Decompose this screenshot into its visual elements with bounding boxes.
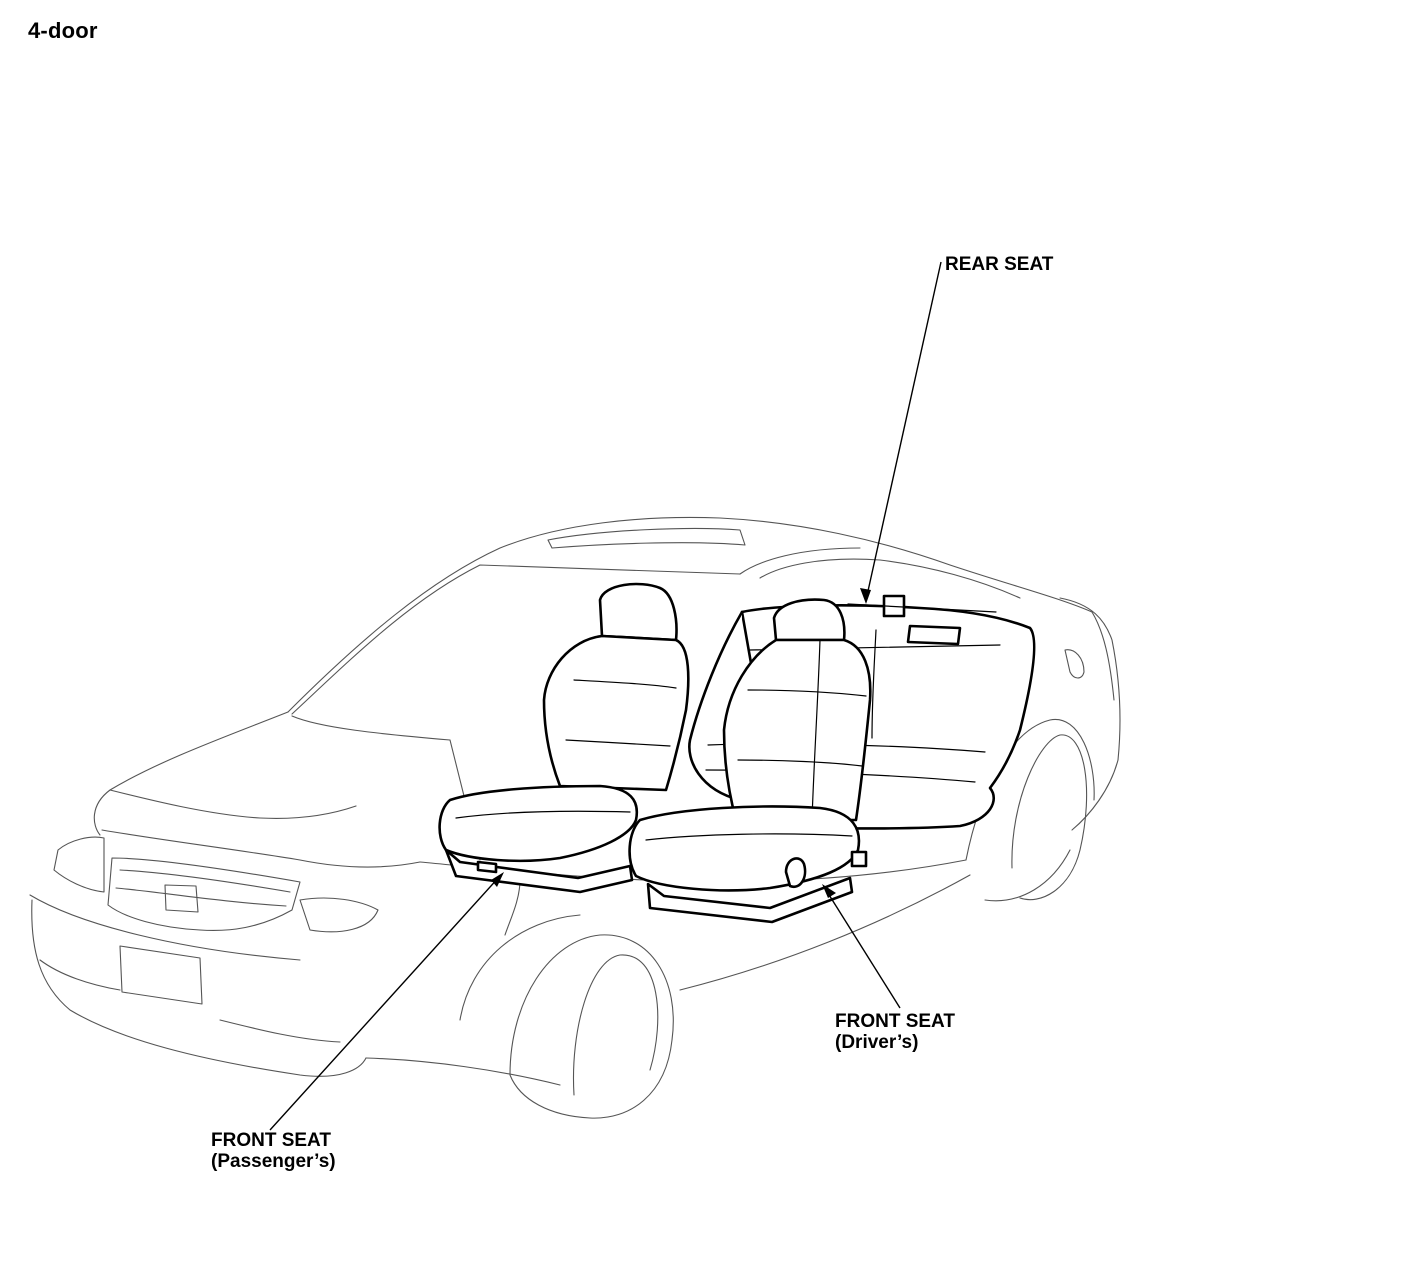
front-seat-passenger-label-line2: (Passenger’s) (211, 1151, 336, 1172)
rear-seat-label-text: REAR SEAT (945, 254, 1054, 275)
front-seat-passenger (438, 582, 690, 894)
rear-seat-label: REAR SEAT (945, 254, 1053, 275)
front-seat-driver-label-line1: FRONT SEAT (835, 1011, 955, 1032)
front-seat-passenger-label: FRONT SEAT (Passenger’s) (211, 1130, 336, 1172)
car-body-outline (29, 516, 1121, 1119)
page-title: 4-door (28, 18, 98, 43)
front-seat-driver (628, 598, 872, 924)
front-seat-driver-label-line2: (Driver’s) (835, 1032, 919, 1053)
front-seat-driver-label: FRONT SEAT (Driver’s) (835, 1011, 955, 1053)
leader-rear-seat (860, 261, 942, 604)
leader-front-seat-driver (822, 884, 901, 1009)
front-seat-passenger-label-line1: FRONT SEAT (211, 1130, 331, 1151)
leader-front-seat-passenger (269, 872, 504, 1131)
